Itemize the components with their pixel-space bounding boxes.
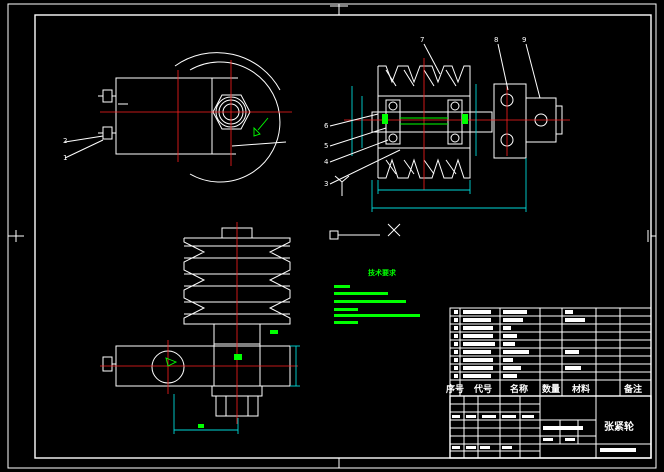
title-block bbox=[449, 395, 652, 459]
section-leader-8: 8 bbox=[494, 36, 498, 44]
tech-req-title: 技术要求 bbox=[368, 268, 397, 277]
sheet-frame bbox=[7, 3, 657, 469]
side-view-leader-2: 2 bbox=[63, 137, 67, 145]
front-view bbox=[100, 222, 300, 434]
section-view bbox=[329, 43, 570, 212]
section-leader-6: 6 bbox=[324, 122, 329, 130]
title-block-part-name: 张紧轮 bbox=[604, 420, 634, 433]
parts-header-index: 序号 bbox=[446, 383, 464, 395]
section-leader-4: 4 bbox=[324, 158, 329, 166]
technical-requirements: 技术要求 bbox=[334, 268, 420, 324]
side-view-leader-1: 1 bbox=[63, 154, 67, 162]
parts-list-table bbox=[449, 307, 652, 397]
section-leader-5: 5 bbox=[324, 142, 328, 150]
side-view bbox=[64, 52, 292, 183]
parts-header-quantity: 数量 bbox=[542, 383, 560, 395]
parts-header-material: 材料 bbox=[571, 383, 590, 395]
parts-header-name: 名称 bbox=[510, 383, 528, 395]
section-leader-3: 3 bbox=[324, 180, 328, 188]
section-leader-7: 7 bbox=[420, 36, 424, 44]
parts-header-remark: 备注 bbox=[623, 383, 642, 395]
section-leader-9: 9 bbox=[522, 36, 526, 44]
ucs-icon bbox=[329, 223, 401, 240]
parts-header-code: 代号 bbox=[473, 383, 492, 395]
